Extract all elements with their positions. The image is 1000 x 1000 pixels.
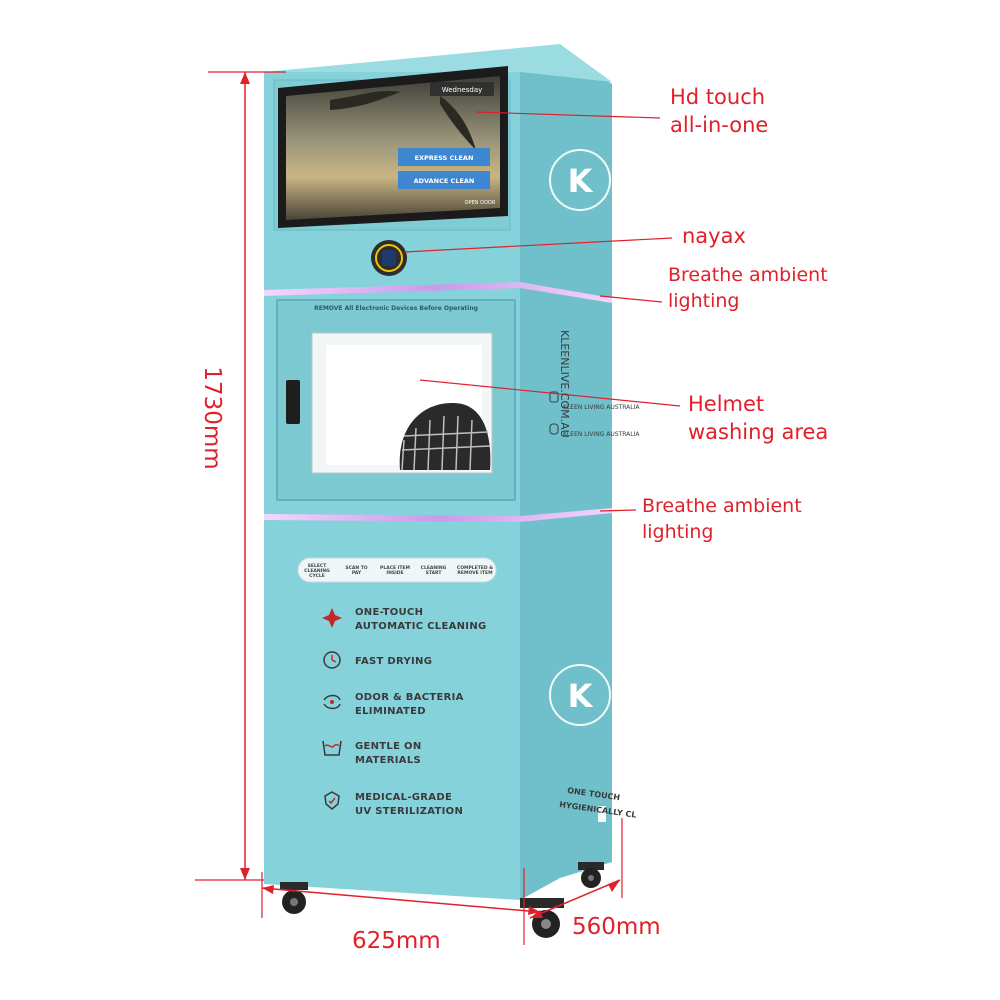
feature-line: MEDICAL-GRADE	[355, 792, 453, 803]
height-dimension-label: 1730mm	[199, 366, 225, 470]
depth-arrow-right	[608, 880, 620, 892]
step-item: SCAN TO PAY	[345, 566, 368, 576]
instagram-icon	[549, 423, 559, 435]
height-arrow-bottom	[240, 868, 250, 880]
callout-line-ambient-bottom	[599, 509, 637, 512]
express-clean-label: EXPRESS CLEAN	[415, 154, 474, 162]
process-steps-bar	[297, 557, 497, 583]
callout-ambient-top-line2: lighting	[668, 290, 740, 312]
cabinet-top	[264, 44, 612, 82]
side-vent	[598, 806, 606, 822]
warning-text: REMOVE All Electronic Devices Before Ope…	[314, 305, 478, 312]
callout-touch: Hd touch all-in-one	[670, 83, 768, 139]
step-item: SELECT CLEANING CYCLE	[304, 563, 330, 579]
facebook-icon	[549, 391, 559, 403]
width-dimension-label: 625mm	[352, 928, 441, 954]
width-arrow-left	[262, 885, 274, 894]
helmet-cage	[401, 415, 491, 471]
step-item: PLACE ITEM INSIDE	[380, 566, 410, 576]
helmet	[399, 403, 491, 470]
nayax-ring	[375, 244, 403, 272]
callout-line-touch	[475, 111, 661, 119]
screen-status-bar	[430, 82, 494, 96]
side-logo-top	[549, 149, 611, 211]
depth-dimension-line	[529, 879, 621, 919]
advance-clean-label: ADVANCE CLEAN	[414, 177, 475, 185]
depth-arrow-left	[530, 910, 543, 918]
palm-leaves	[330, 90, 400, 110]
feature-line: ODOR & BACTERIA	[355, 692, 464, 703]
website-text: KLEENLIVE.COM.AU	[558, 330, 571, 438]
callout-ambient-top: Breathe ambient lighting	[668, 262, 828, 314]
ambient-light-strip-top	[264, 282, 612, 303]
callout-ambient-bottom-line2: lighting	[642, 521, 714, 543]
screen-day: Wednesday	[442, 86, 483, 94]
callout-ambient-bottom-line1: Breathe ambient	[642, 495, 802, 517]
caster-front-left	[280, 882, 308, 914]
callout-helmet: Helmet washing area	[688, 390, 828, 446]
feature-line: UV STERILIZATION	[355, 806, 464, 817]
palm-leaves	[440, 96, 476, 150]
feature-line: MATERIALS	[355, 755, 422, 766]
feature-item: FAST DRYING	[355, 655, 432, 669]
callout-ambient-top-line1: Breathe ambient	[668, 264, 828, 286]
height-arrow-top	[240, 72, 250, 84]
callout-line-ambient-top	[599, 295, 663, 303]
cabinet-side-panel	[518, 46, 612, 900]
side-logo-k-bottom: K	[568, 677, 594, 715]
feature-line: ELIMINATED	[355, 706, 426, 717]
callout-touch-line2: all-in-one	[670, 113, 769, 137]
feature-line: GENTLE ON	[355, 741, 422, 752]
advance-clean-button[interactable]	[398, 171, 490, 189]
callout-touch-line1: Hd touch	[670, 85, 766, 109]
callout-line-helmet	[419, 379, 681, 407]
ambient-light-strip-bottom	[264, 508, 612, 522]
washtub-icon	[322, 740, 342, 756]
side-logo-bottom	[549, 664, 611, 726]
caster-rear-right	[578, 862, 604, 888]
feature-item: ODOR & BACTERIA ELIMINATED	[355, 691, 464, 719]
timer-icon	[323, 651, 341, 669]
wind-icon	[323, 694, 341, 710]
door-handle[interactable]	[286, 380, 300, 424]
step-item: COMPLETED & REMOVE ITEM	[456, 566, 494, 576]
callout-nayax-label: nayax	[682, 224, 746, 248]
sparkle-icon	[322, 608, 342, 628]
step-item: CLEANING START	[420, 566, 447, 576]
feature-line: FAST DRYING	[355, 656, 433, 667]
width-dimension-line	[261, 887, 541, 913]
callout-line-nayax	[403, 237, 673, 253]
feature-line: ONE-TOUCH	[355, 607, 424, 618]
callout-helmet-line1: Helmet	[688, 392, 765, 416]
feature-item: ONE-TOUCH AUTOMATIC CLEANING	[355, 606, 487, 634]
express-clean-button[interactable]	[398, 148, 490, 166]
callout-ambient-bottom: Breathe ambient lighting	[642, 493, 802, 545]
hands-shield-icon	[324, 791, 340, 810]
facebook-text: KLEEN LIVING AUSTRALIA	[563, 404, 640, 411]
open-door-label[interactable]: OPEN DOOR	[465, 200, 496, 206]
nayax-screen	[382, 250, 396, 266]
callout-helmet-line2: washing area	[688, 420, 829, 444]
depth-dimension-label: 560mm	[572, 914, 661, 940]
feature-item: GENTLE ON MATERIALS	[355, 740, 421, 768]
process-steps: SELECT CLEANING CYCLE SCAN TO PAY PLACE …	[300, 562, 494, 580]
instagram-text: KLEEN LIVING AUSTRALIA	[563, 431, 640, 438]
side-logo-k-top: K	[568, 162, 594, 200]
feature-item: MEDICAL-GRADE UV STERILIZATION	[355, 791, 463, 819]
feature-line: AUTOMATIC CLEANING	[355, 621, 487, 632]
callout-nayax: nayax	[682, 222, 746, 250]
